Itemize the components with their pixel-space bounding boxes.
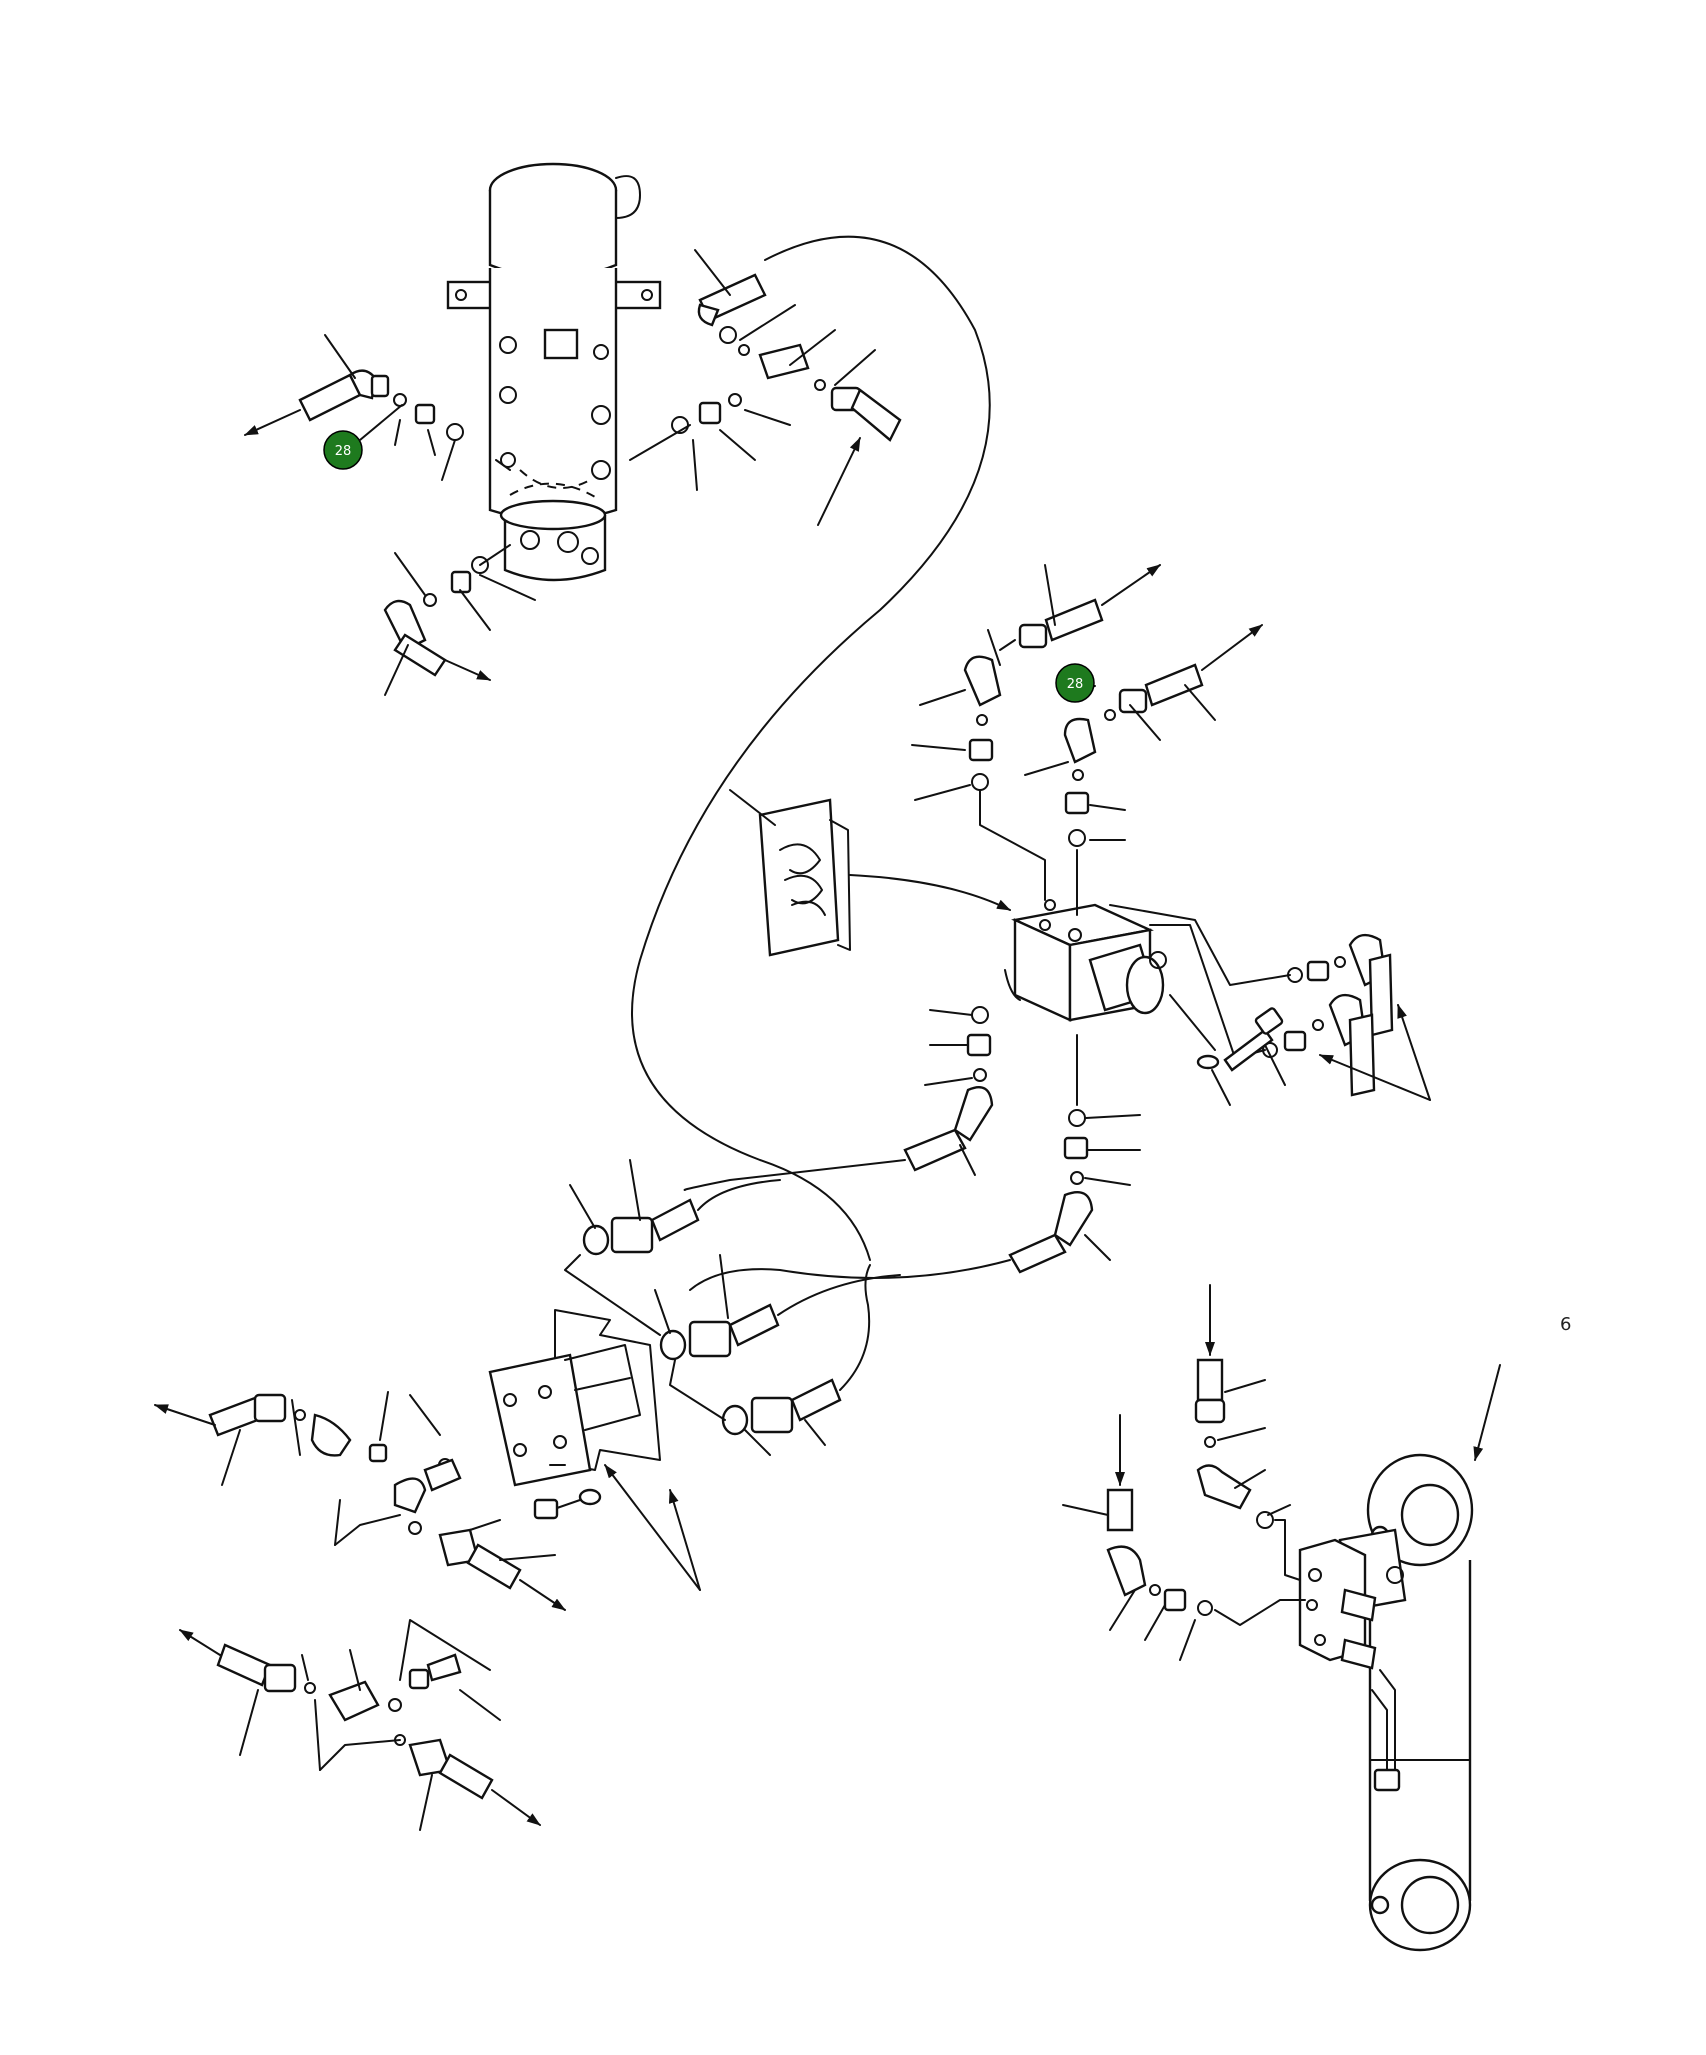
callout-label: 28 xyxy=(335,444,352,459)
bolt-and-washer xyxy=(1169,994,1286,1106)
lower-left-fittings-2 xyxy=(179,1619,541,1831)
callout-label: 28 xyxy=(1067,677,1084,692)
right-hose-fittings-top xyxy=(629,235,991,1261)
lower-hose-fittings-top xyxy=(383,544,536,696)
instruction-decal xyxy=(729,789,1011,957)
rotary-joint xyxy=(446,162,662,582)
callout-28-top-left[interactable]: 28 xyxy=(323,430,363,470)
hydraulic-cylinder xyxy=(1338,1364,1501,1952)
lower-left-fittings-1 xyxy=(154,1391,566,1611)
cylinder-valve xyxy=(1298,1538,1377,1670)
bracket-bolt xyxy=(533,1464,602,1520)
valve-lower-fittings xyxy=(683,1006,1141,1291)
bulkhead-hose-ends xyxy=(564,1159,901,1456)
cylinder-valve-fittings xyxy=(1062,1284,1306,1661)
mounting-bracket xyxy=(488,1309,701,1591)
valve-upper-fittings xyxy=(911,564,1263,916)
sheet-mark: 6 xyxy=(1560,1314,1571,1335)
callout-28-valve[interactable]: 28 xyxy=(1055,663,1095,703)
valve-block-assembly xyxy=(1004,899,1167,1022)
left-hose-fittings-top xyxy=(244,334,511,481)
